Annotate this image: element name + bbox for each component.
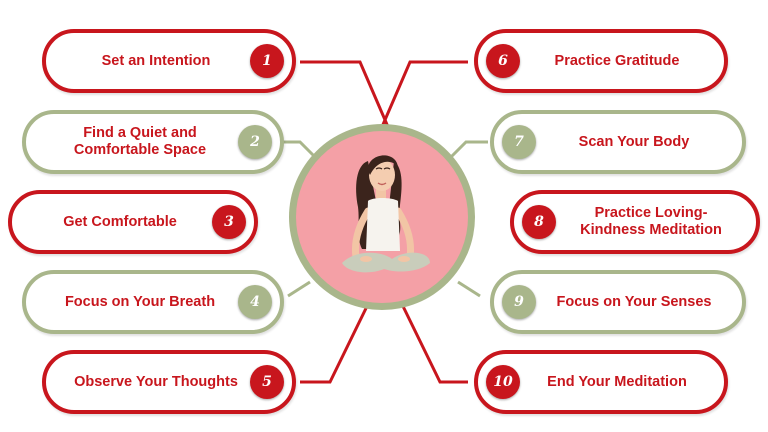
center-circle: [289, 124, 475, 310]
step-4-number: 4: [238, 285, 272, 319]
step-6-label: Practice Gratitude: [554, 52, 680, 69]
step-9: 9 Focus on Your Senses: [490, 270, 746, 334]
step-6-number: 6: [486, 44, 520, 78]
step-8: 8 Practice Loving-Kindness Meditation: [510, 190, 760, 254]
step-3: Get Comfortable 3: [8, 190, 258, 254]
step-2-number: 2: [238, 125, 272, 159]
step-8-number: 8: [522, 205, 556, 239]
step-4: Focus on Your Breath 4: [22, 270, 284, 334]
step-7: 7 Scan Your Body: [490, 110, 746, 174]
step-10-label: End Your Meditation: [547, 373, 687, 390]
step-8-label: Practice Loving-Kindness Meditation: [580, 205, 722, 238]
step-2: Find a Quiet and Comfortable Space 2: [22, 110, 284, 174]
step-5: Observe Your Thoughts 5: [42, 350, 296, 414]
step-3-label: Get Comfortable: [63, 213, 177, 230]
step-5-number: 5: [250, 365, 284, 399]
step-10-number: 10: [486, 365, 520, 399]
step-9-number: 9: [502, 285, 536, 319]
step-1: Set an Intention 1: [42, 29, 296, 93]
step-1-number: 1: [250, 44, 284, 78]
woman-meditating-icon: [342, 155, 430, 273]
step-2-label: Find a Quiet and Comfortable Space: [73, 125, 207, 158]
step-5-label: Observe Your Thoughts: [74, 373, 238, 390]
step-7-label: Scan Your Body: [578, 133, 690, 150]
step-6: 6 Practice Gratitude: [474, 29, 728, 93]
step-3-number: 3: [212, 205, 246, 239]
step-4-label: Focus on Your Breath: [64, 293, 216, 310]
step-9-label: Focus on Your Senses: [556, 293, 712, 310]
step-7-number: 7: [502, 125, 536, 159]
step-1-label: Set an Intention: [101, 52, 211, 69]
step-10: 10 End Your Meditation: [474, 350, 728, 414]
center-illustration-background: [296, 131, 468, 303]
